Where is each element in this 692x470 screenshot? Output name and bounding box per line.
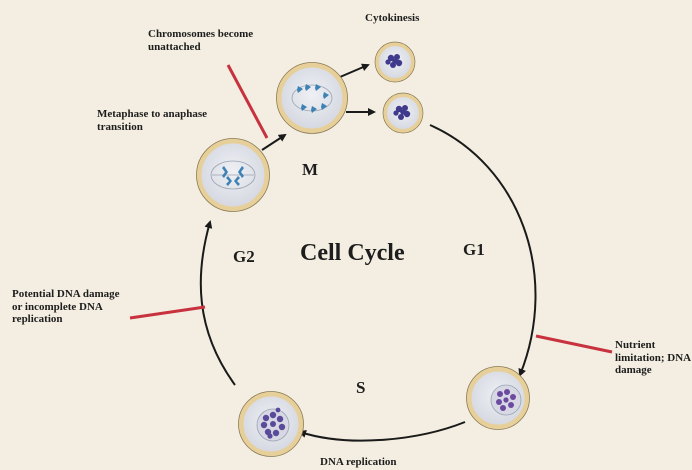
label-nutrient-limitation: Nutrient limitation; DNA damage bbox=[615, 339, 691, 377]
cell-g1 bbox=[467, 367, 530, 430]
cycle-title: Cell Cycle bbox=[300, 240, 405, 268]
cell-daughter-bottom bbox=[383, 93, 423, 133]
checkpoint-line-g2 bbox=[130, 307, 205, 318]
phase-label-s: S bbox=[356, 378, 365, 398]
cell-daughter-top bbox=[375, 42, 415, 82]
cell-metaphase bbox=[197, 139, 270, 212]
phase-label-g1: G1 bbox=[463, 240, 485, 260]
cell-anaphase bbox=[277, 63, 348, 134]
checkpoint-line-g1 bbox=[536, 336, 612, 352]
checkpoint-line-m bbox=[228, 65, 267, 138]
label-cytokinesis: Cytokinesis bbox=[365, 12, 419, 25]
label-dna-damage-g2: Potential DNA damage or incomplete DNA r… bbox=[12, 288, 130, 326]
arrow-to-daughter-top bbox=[340, 65, 368, 77]
cycle-arrow-s bbox=[300, 422, 465, 441]
cell-s bbox=[239, 392, 304, 457]
label-dna-replication: DNA replication bbox=[320, 456, 397, 469]
label-chromosomes-unattached: Chromosomes become unattached bbox=[148, 28, 288, 53]
phase-label-g2: G2 bbox=[233, 247, 255, 267]
phase-label-m: M bbox=[302, 160, 318, 180]
cycle-arrow-g2 bbox=[201, 222, 235, 385]
label-metaphase-anaphase: Metaphase to anaphase transition bbox=[97, 108, 215, 133]
